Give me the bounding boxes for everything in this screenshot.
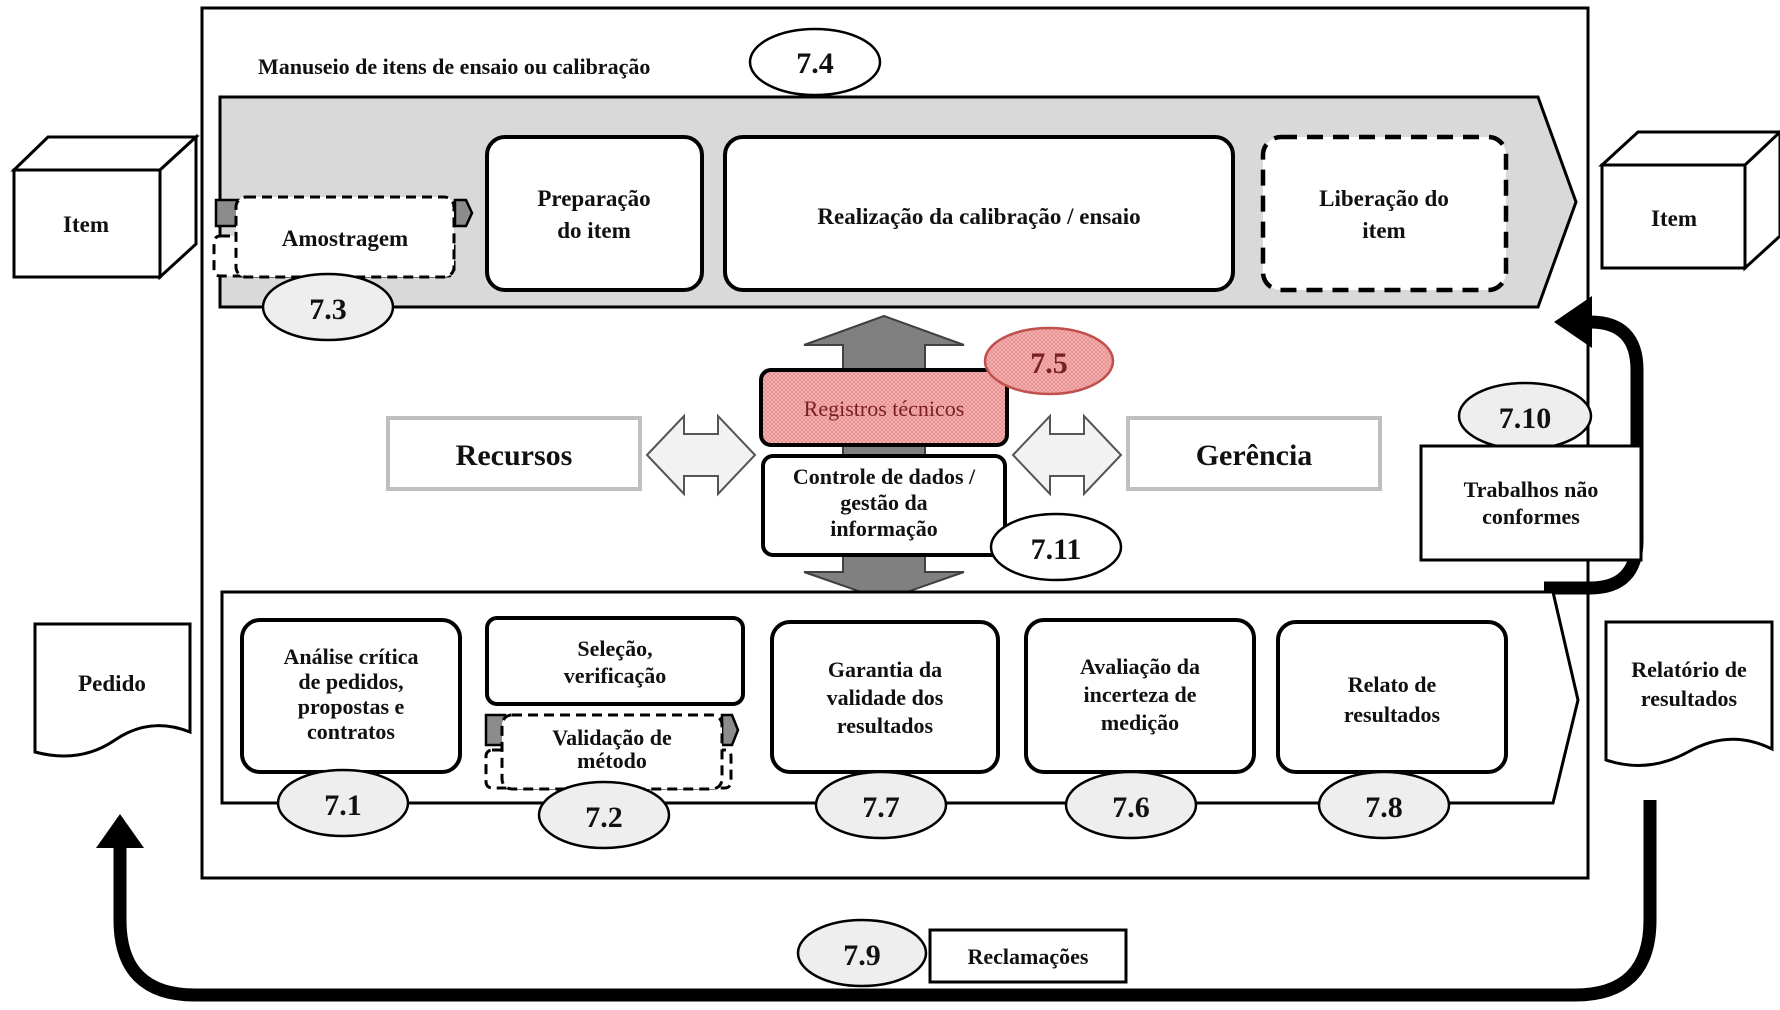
validity-label-1: Garantia da [828, 657, 942, 682]
nonconforming-label-1: Trabalhos não [1464, 477, 1599, 502]
clause-7-2-badge [537, 780, 671, 850]
clause-7-1-badge [276, 768, 410, 838]
selection-label-1: Seleção, [577, 636, 652, 661]
clause-7-10-label: 7.10 [1499, 402, 1552, 435]
management-double-arrow [1011, 413, 1123, 497]
release-label-1: Liberação do [1319, 186, 1449, 211]
preparation-box [485, 135, 704, 292]
clause-7-8-badge [1317, 770, 1451, 840]
release-box [1260, 134, 1509, 293]
data-control-box [761, 454, 1007, 557]
validity-label-3: resultados [837, 713, 934, 738]
item-input-label: Item [63, 212, 109, 237]
sampling-label: Amostragem [282, 226, 408, 251]
reporting-box [1276, 620, 1508, 774]
data-control-label-3: informação [830, 516, 938, 541]
clause-7-1-label: 7.1 [324, 789, 362, 822]
validation-label-2: método [577, 748, 647, 773]
resources-double-arrow [645, 413, 757, 497]
order-document [33, 622, 192, 758]
clause-7-4-badge [748, 27, 882, 97]
item-input-cube: Item [10, 133, 200, 281]
reporting-label-1: Relato de [1348, 672, 1437, 697]
clause-7-11-badge [989, 512, 1123, 582]
reporting-label-2: resultados [1344, 702, 1441, 727]
execution-box [723, 135, 1235, 292]
preparation-label-2: do item [557, 218, 630, 243]
complaints-arrowhead [96, 814, 144, 848]
clause-7-5-badge [983, 326, 1115, 396]
order-label: Pedido [78, 671, 146, 696]
clause-7-3-badge [261, 272, 395, 342]
clause-7-2-label: 7.2 [585, 801, 623, 834]
complaints-label: Reclamações [968, 944, 1089, 969]
clause-7-7-badge [814, 770, 948, 840]
data-control-label-2: gestão da [840, 490, 927, 515]
technical-records-box [759, 368, 1009, 447]
clause-7-6-label: 7.6 [1112, 791, 1150, 824]
preparation-label-1: Preparação [537, 186, 650, 211]
item-output-cube: Item [1598, 129, 1780, 272]
review-label-4: contratos [307, 719, 395, 744]
validity-label-2: validade dos [827, 685, 944, 710]
technical-records-label: Registros técnicos [804, 396, 965, 421]
review-label-3: propostas e [298, 694, 405, 719]
section-title: Manuseio de itens de ensaio ou calibraçã… [258, 54, 650, 79]
execution-label: Realização da calibração / ensaio [817, 204, 1140, 229]
clause-7-9-badge [796, 918, 928, 988]
nonconforming-label-2: conformes [1482, 504, 1580, 529]
management-box [1126, 416, 1382, 491]
clause-7-3-label: 7.3 [309, 293, 347, 326]
uncertainty-label-1: Avaliação da [1080, 654, 1200, 679]
clause-7-7-label: 7.7 [862, 791, 900, 824]
release-label-2: item [1362, 218, 1405, 243]
complaints-box [928, 928, 1128, 984]
uncertainty-label-3: medição [1101, 710, 1179, 735]
clause-7-9-label: 7.9 [843, 939, 881, 972]
report-document [1604, 620, 1774, 767]
item-output-label: Item [1651, 206, 1697, 231]
clause-7-6-badge [1064, 770, 1198, 840]
management-label: Gerência [1196, 439, 1313, 472]
uncertainty-label-2: incerteza de [1084, 682, 1197, 707]
review-label-2: de pedidos, [298, 669, 403, 694]
nonconforming-arrowhead [1554, 296, 1592, 348]
report-label-1: Relatório de [1631, 657, 1747, 682]
complaints-feedback-arrow [113, 800, 1657, 1002]
clause-7-11-label: 7.11 [1031, 533, 1082, 566]
clause-7-5-label: 7.5 [1030, 347, 1068, 380]
review-label-1: Análise crítica [283, 644, 418, 669]
nonconforming-box [1419, 444, 1643, 562]
resources-label: Recursos [456, 439, 573, 472]
data-control-label-1: Controle de dados / [793, 464, 976, 489]
resources-box [386, 416, 642, 491]
validation-label-1: Validação de [552, 725, 672, 750]
clause-7-8-label: 7.8 [1365, 791, 1403, 824]
report-label-2: resultados [1641, 686, 1738, 711]
selection-label-2: verificação [564, 663, 667, 688]
clause-7-4-label: 7.4 [796, 47, 834, 80]
selection-box [485, 616, 745, 706]
